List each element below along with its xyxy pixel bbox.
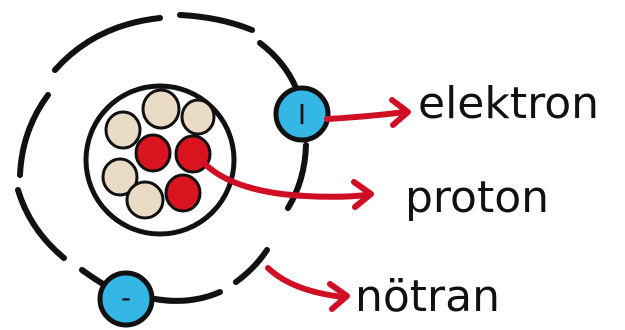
electron-top-symbol: I (298, 98, 306, 131)
orbit-ring (15, 12, 309, 304)
electron-top: I (273, 85, 331, 143)
electron-label: elektron (418, 78, 599, 129)
electron-bottom-symbol: - (121, 281, 131, 314)
proton-arrow (201, 160, 374, 210)
neutron-particle (101, 157, 139, 197)
electron-bottom: - (97, 270, 155, 328)
electron-arrow (324, 97, 411, 128)
neutron-particle (125, 180, 165, 220)
proton-particle (134, 133, 172, 173)
neutron-particle (141, 88, 181, 130)
neutron-particle (104, 110, 142, 150)
neutron-label: nötran (355, 271, 500, 322)
proton-particle (164, 173, 202, 213)
proton-label: proton (405, 172, 549, 223)
nucleus (83, 83, 237, 237)
neutron-arrow (265, 265, 350, 312)
neutron-particle (180, 98, 216, 136)
